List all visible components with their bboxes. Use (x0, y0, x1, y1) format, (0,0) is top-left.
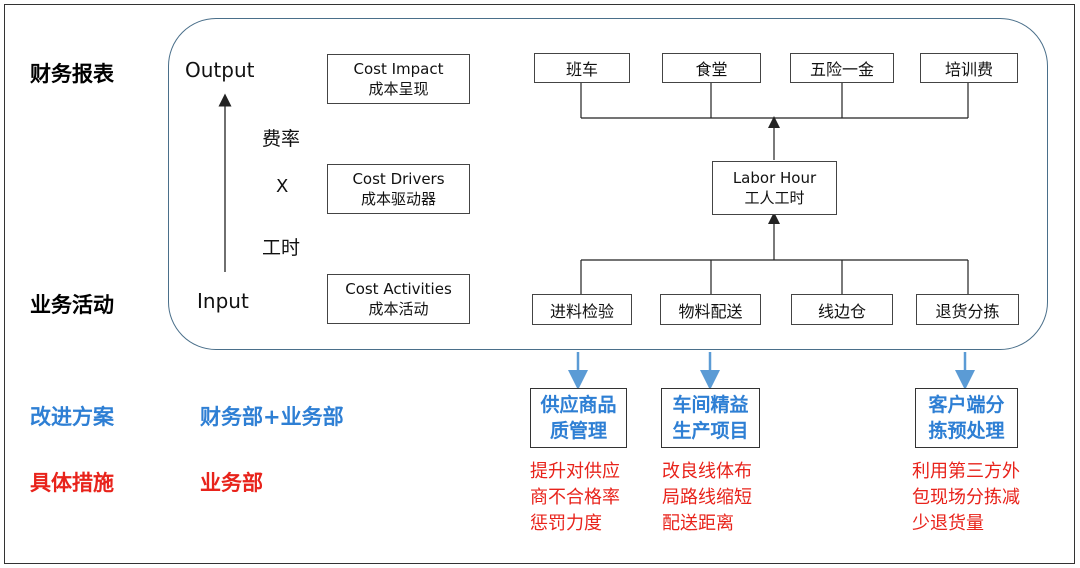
label-business-activities: 业务活动 (30, 293, 114, 317)
measure-supplier-line3: 惩罚力度 (530, 513, 602, 534)
project-workshop-line1: 车间精益 (672, 394, 749, 416)
measure-supplier-line1: 提升对供应 (530, 461, 620, 482)
bottom-item-return-sorting: 退货分拣 (916, 294, 1019, 325)
bottom-item-material-delivery: 物料配送 (660, 294, 761, 325)
measure-customer-line3: 少退货量 (912, 513, 984, 534)
cost-model-container (168, 18, 1048, 350)
top-item-shuttle: 班车 (534, 53, 630, 83)
plan-departments: 财务部+业务部 (200, 405, 344, 429)
measure-customer: 利用第三方外 包现场分拣减 少退货量 (912, 459, 1020, 537)
bottom-item-incoming-inspection: 进料检验 (532, 294, 632, 325)
top-item-training: 培训费 (920, 53, 1018, 83)
output-label: Output (185, 58, 255, 82)
project-supplier-quality: 供应商品 质管理 (530, 388, 627, 448)
project-supplier-line2: 质管理 (549, 420, 607, 442)
measure-supplier-line2: 商不合格率 (530, 487, 620, 508)
cost-impact-cn: 成本呈现 (368, 80, 429, 98)
label-improvement-plan: 改进方案 (30, 405, 114, 429)
top-item-canteen: 食堂 (662, 53, 761, 83)
measure-workshop-line2: 局路线缩短 (662, 487, 752, 508)
measure-customer-line2: 包现场分拣减 (912, 487, 1020, 508)
measure-workshop-line3: 配送距离 (662, 513, 734, 534)
times-label: X (276, 176, 289, 197)
project-workshop-line2: 生产项目 (672, 420, 749, 442)
labor-hour-box: Labor Hour 工人工时 (712, 161, 837, 215)
bottom-tree-lines (580, 212, 969, 294)
cost-activities-box: Cost Activities 成本活动 (327, 274, 470, 324)
cost-drivers-cn: 成本驱动器 (360, 190, 436, 208)
measure-workshop: 改良线体布 局路线缩短 配送距离 (662, 459, 752, 537)
cost-impact-en: Cost Impact (353, 60, 444, 78)
label-financial-reports: 财务报表 (30, 62, 114, 86)
project-workshop-lean: 车间精益 生产项目 (661, 388, 760, 448)
cost-drivers-en: Cost Drivers (352, 170, 445, 188)
measure-supplier: 提升对供应 商不合格率 惩罚力度 (530, 459, 620, 537)
labor-hour-cn: 工人工时 (744, 189, 805, 207)
labor-hour-en: Labor Hour (732, 169, 817, 187)
project-customer-line2: 拣预处理 (928, 420, 1005, 442)
cost-impact-box: Cost Impact 成本呈现 (327, 54, 470, 104)
top-item-insurance: 五险一金 (790, 53, 894, 83)
measures-department: 业务部 (200, 471, 263, 495)
measure-workshop-line1: 改良线体布 (662, 461, 752, 482)
bottom-item-line-side-store: 线边仓 (791, 294, 893, 325)
cost-activities-cn: 成本活动 (368, 300, 429, 318)
project-supplier-line1: 供应商品 (540, 394, 617, 416)
project-customer-presort: 客户端分 拣预处理 (915, 388, 1018, 448)
cost-drivers-box: Cost Drivers 成本驱动器 (327, 164, 470, 214)
measure-customer-line1: 利用第三方外 (912, 461, 1020, 482)
outer-frame (4, 4, 1075, 564)
hours-label: 工时 (262, 237, 301, 259)
label-specific-measures: 具体措施 (30, 471, 114, 495)
rate-label: 费率 (262, 128, 301, 150)
cost-activities-en: Cost Activities (345, 280, 452, 298)
input-label: Input (197, 289, 249, 313)
project-customer-line1: 客户端分 (928, 394, 1005, 416)
top-tree-lines (580, 83, 969, 160)
